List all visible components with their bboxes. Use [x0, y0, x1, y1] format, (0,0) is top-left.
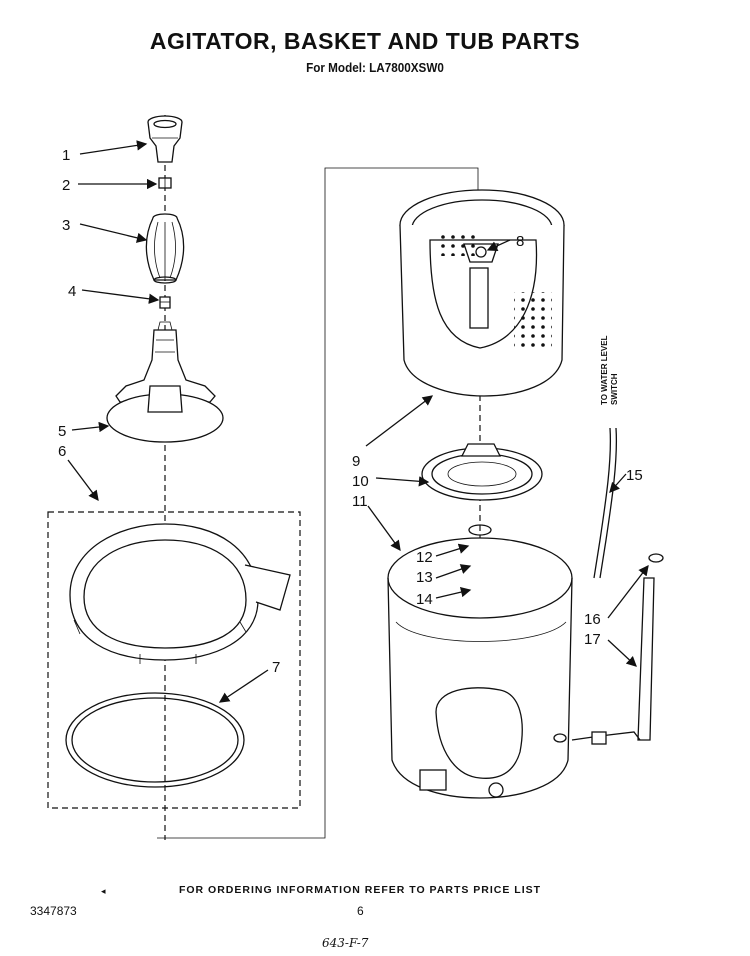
water-level-hose [593, 427, 612, 579]
spin-basket [399, 189, 565, 397]
model-subtitle: For Model: LA7800XSW0 [306, 60, 444, 75]
part-group-box [47, 511, 301, 809]
tub-ring [69, 523, 291, 664]
drain-hose [571, 553, 664, 745]
side-note-line1: TO WATER LEVEL [600, 335, 609, 405]
callout-4: 4 [68, 283, 76, 300]
callout-9: 9 [352, 453, 360, 470]
callout-17: 17 [584, 631, 601, 648]
page-title: AGITATOR, BASKET AND TUB PARTS [149, 28, 581, 54]
side-note-line2: SWITCH [610, 373, 619, 405]
callout-8: 8 [516, 233, 524, 250]
callout-6: 6 [58, 443, 66, 460]
callout-12: 12 [416, 549, 433, 566]
callout-5: 5 [58, 423, 66, 440]
callout-13: 13 [416, 569, 433, 586]
bullet-mark: ◂ [101, 886, 106, 896]
callout-2: 2 [62, 177, 70, 194]
agitator-bolt [159, 296, 171, 309]
callout-10: 10 [352, 473, 369, 490]
callout-1: 1 [62, 147, 70, 164]
agitator [106, 321, 224, 443]
callout-16: 16 [584, 611, 601, 628]
document-number: 3347873 [30, 904, 77, 918]
water-level-hose-edge [599, 427, 618, 579]
agitator-ratchet [145, 213, 185, 284]
callout-11: 11 [352, 493, 368, 510]
callout-15: 15 [626, 467, 643, 484]
callout-3: 3 [62, 217, 70, 234]
page-number: 6 [357, 904, 364, 918]
water-level-switch-note: TO WATER LEVEL SWITCH [600, 336, 620, 405]
tub-gasket [65, 692, 245, 788]
handwritten-code: 643-F-7 [322, 936, 369, 950]
agitator-nut [158, 177, 172, 189]
callout-7: 7 [272, 659, 280, 676]
connector-line [157, 167, 479, 839]
outer-tub [387, 537, 573, 799]
drive-hub [421, 443, 543, 501]
agitator-cap [147, 115, 183, 163]
callout-14: 14 [416, 591, 433, 608]
ordering-note: FOR ORDERING INFORMATION REFER TO PARTS … [178, 884, 542, 896]
